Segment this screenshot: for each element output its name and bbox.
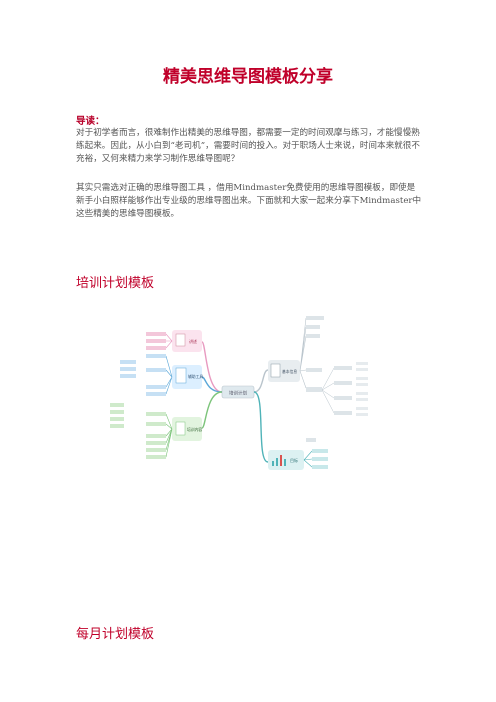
mindmap-branch-lecture: 讲述 [146, 330, 202, 352]
mindmap-branch-goal: 目标 [268, 449, 328, 470]
intro-paragraph-1: 对于初学者而言，很难制作出精美的思维导图，都需要一定的时间观摩与练习，才能慢慢熟… [76, 128, 420, 164]
branch-label-basic-info: 基本信息 [282, 369, 297, 374]
doc-title: 精美思维导图模板分享 [163, 67, 333, 87]
branch-label-tools: 辅助工具 [188, 374, 203, 379]
section-heading-training: 培训计划模板 [76, 276, 155, 291]
intro-paragraph-2: 其实只需选对正确的思维导图工具 ，借用Mindmaster免费使用的思维导图模板… [76, 183, 422, 219]
section-heading-monthly: 每月计划模板 [76, 627, 155, 642]
branch-label-lecture: 讲述 [189, 338, 197, 344]
mindmap-center-label: 培训计划 [229, 390, 247, 397]
mindmap-branch-tools: 辅助工具 [120, 354, 203, 396]
mindmap-center-node: 培训计划 [221, 385, 255, 399]
branch-label-content: 培训内容 [187, 427, 202, 432]
mindmap-branch-content: 培训内容 [110, 403, 202, 459]
lead-label: 导读： [76, 116, 105, 127]
training-plan-mindmap-image: 培训计划 讲述 辅助工具 培训内容 [110, 316, 368, 470]
mindmap-branch-basic-info: 基本信息 [268, 316, 368, 442]
branch-label-goal: 目标 [290, 457, 298, 463]
